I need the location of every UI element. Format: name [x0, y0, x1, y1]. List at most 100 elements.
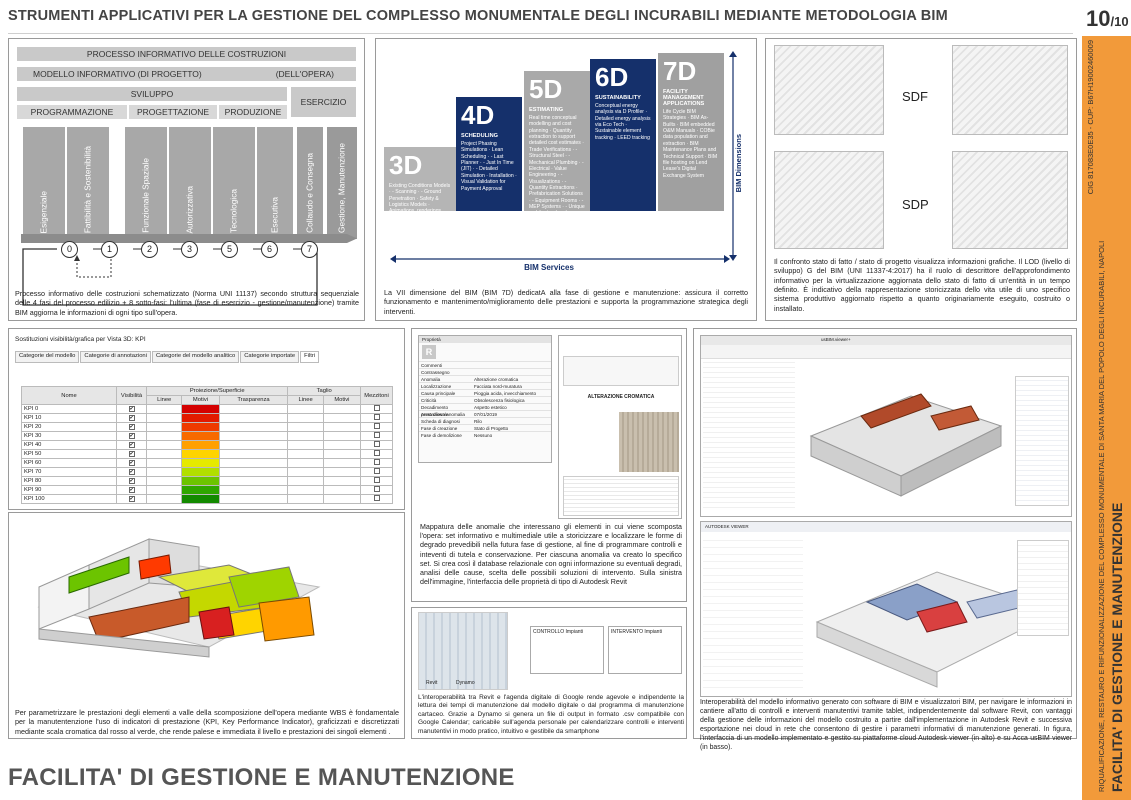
transparency-cell[interactable] [218, 467, 289, 477]
pattern-swatch[interactable] [181, 449, 220, 459]
pattern-swatch[interactable] [181, 404, 220, 414]
pattern-swatch[interactable] [181, 431, 220, 441]
visibility-checkbox[interactable]: ✔ [116, 413, 147, 423]
transparency-cell[interactable] [218, 476, 289, 486]
lines-cell[interactable] [145, 413, 183, 423]
visibility-checkbox[interactable]: ✔ [116, 476, 147, 486]
pattern-swatch[interactable] [181, 476, 220, 486]
cut-lines-cell[interactable] [287, 485, 324, 495]
transparency-cell[interactable] [218, 413, 289, 423]
cut-pattern-cell[interactable] [322, 431, 362, 441]
tab-analytic[interactable]: Categorie del modello analitico [151, 351, 240, 363]
halftone-checkbox[interactable] [360, 458, 393, 468]
pattern-swatch[interactable] [181, 422, 220, 432]
cut-pattern-cell[interactable] [322, 467, 362, 477]
tab-imported[interactable]: Categorie importate [240, 351, 300, 363]
cut-lines-cell[interactable] [287, 467, 324, 477]
tab-filters[interactable]: Filtri [300, 351, 320, 363]
table-row[interactable]: KPI 10✔ [21, 413, 393, 423]
transparency-cell[interactable] [218, 440, 289, 450]
table-row[interactable]: KPI 70✔ [21, 467, 393, 477]
table-row[interactable]: KPI 50✔ [21, 449, 393, 459]
halftone-checkbox[interactable] [360, 413, 393, 423]
table-row[interactable]: KPI 60✔ [21, 458, 393, 468]
cut-pattern-cell[interactable] [322, 485, 362, 495]
cut-lines-cell[interactable] [287, 449, 324, 459]
transparency-cell[interactable] [218, 494, 289, 504]
lines-cell[interactable] [145, 476, 183, 486]
cut-lines-cell[interactable] [287, 494, 324, 504]
pattern-swatch[interactable] [181, 494, 220, 504]
pattern-swatch[interactable] [181, 467, 220, 477]
cut-lines-cell[interactable] [287, 431, 324, 441]
property-row[interactable]: Commenti [419, 361, 551, 368]
table-row[interactable]: KPI 0✔ [21, 404, 393, 414]
cut-pattern-cell[interactable] [322, 404, 362, 414]
visibility-checkbox[interactable]: ✔ [116, 404, 147, 414]
tab-model[interactable]: Categorie del modello [15, 351, 80, 363]
halftone-checkbox[interactable] [360, 494, 393, 504]
table-row[interactable]: KPI 30✔ [21, 431, 393, 441]
cut-lines-cell[interactable] [287, 440, 324, 450]
lines-cell[interactable] [145, 449, 183, 459]
pattern-swatch[interactable] [181, 440, 220, 450]
cut-pattern-cell[interactable] [322, 494, 362, 504]
pattern-swatch[interactable] [181, 458, 220, 468]
property-row[interactable]: Contrassegno [419, 368, 551, 375]
lines-cell[interactable] [145, 485, 183, 495]
halftone-checkbox[interactable] [360, 476, 393, 486]
table-row[interactable]: KPI 80✔ [21, 476, 393, 486]
transparency-cell[interactable] [218, 485, 289, 495]
table-row[interactable]: KPI 90✔ [21, 485, 393, 495]
visibility-checkbox[interactable]: ✔ [116, 440, 147, 450]
visibility-checkbox[interactable]: ✔ [116, 467, 147, 477]
lines-cell[interactable] [145, 404, 183, 414]
cut-lines-cell[interactable] [287, 422, 324, 432]
lines-cell[interactable] [145, 458, 183, 468]
visibility-checkbox[interactable]: ✔ [116, 494, 147, 504]
lines-cell[interactable] [145, 440, 183, 450]
halftone-checkbox[interactable] [360, 404, 393, 414]
cut-pattern-cell[interactable] [322, 413, 362, 423]
visibility-checkbox[interactable]: ✔ [116, 422, 147, 432]
halftone-checkbox[interactable] [360, 422, 393, 432]
halftone-checkbox[interactable] [360, 467, 393, 477]
transparency-cell[interactable] [218, 404, 289, 414]
table-row[interactable]: KPI 100✔ [21, 494, 393, 504]
cut-lines-cell[interactable] [287, 458, 324, 468]
lines-cell[interactable] [145, 467, 183, 477]
cut-lines-cell[interactable] [287, 413, 324, 423]
transparency-cell[interactable] [218, 422, 289, 432]
visibility-checkbox[interactable]: ✔ [116, 449, 147, 459]
table-row[interactable]: KPI 20✔ [21, 422, 393, 432]
cut-pattern-cell[interactable] [322, 440, 362, 450]
halftone-checkbox[interactable] [360, 485, 393, 495]
tab-annotations[interactable]: Categorie di annotazioni [80, 351, 151, 363]
cut-pattern-cell[interactable] [322, 476, 362, 486]
visibility-checkbox[interactable]: ✔ [116, 485, 147, 495]
cut-pattern-cell[interactable] [322, 449, 362, 459]
transparency-cell[interactable] [218, 449, 289, 459]
cut-lines-cell[interactable] [287, 404, 324, 414]
transparency-cell[interactable] [218, 431, 289, 441]
visibility-checkbox[interactable]: ✔ [116, 458, 147, 468]
halftone-checkbox[interactable] [360, 449, 393, 459]
cut-pattern-cell[interactable] [322, 422, 362, 432]
lines-cell[interactable] [145, 494, 183, 504]
halftone-checkbox[interactable] [360, 440, 393, 450]
cut-lines-cell[interactable] [287, 476, 324, 486]
pattern-swatch[interactable] [181, 413, 220, 423]
transparency-cell[interactable] [218, 458, 289, 468]
lines-cell[interactable] [145, 422, 183, 432]
lines-cell[interactable] [145, 431, 183, 441]
pattern-swatch[interactable] [181, 485, 220, 495]
